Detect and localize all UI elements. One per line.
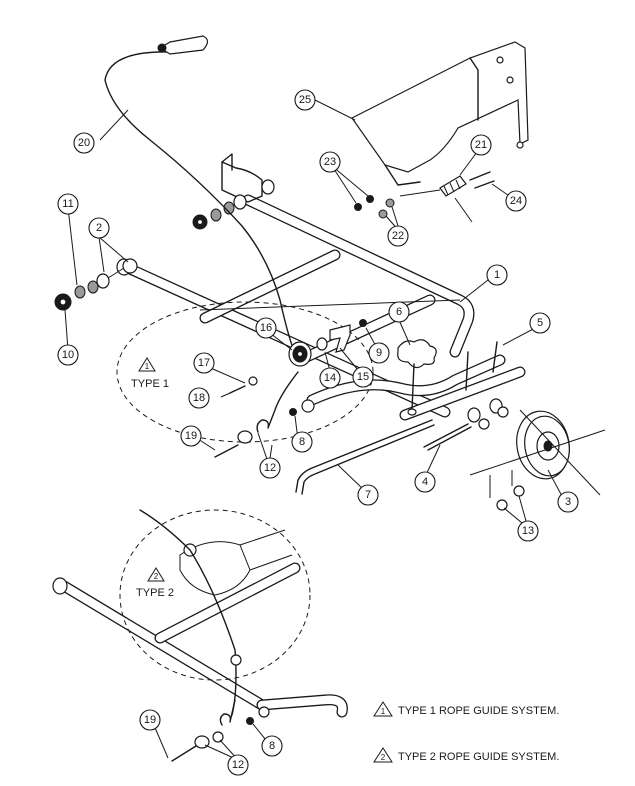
svg-text:8: 8 xyxy=(299,436,305,448)
svg-text:6: 6 xyxy=(396,306,402,318)
svg-text:3: 3 xyxy=(565,496,571,508)
svg-text:15: 15 xyxy=(357,371,369,383)
callout-12: 12 xyxy=(259,457,281,479)
svg-text:11: 11 xyxy=(62,198,73,210)
svg-text:16: 16 xyxy=(260,322,272,334)
svg-text:17: 17 xyxy=(198,357,210,369)
callout-2: 2 xyxy=(88,217,110,239)
callout-5: 5 xyxy=(529,312,551,334)
callout-13: 13 xyxy=(517,520,539,542)
small-pins xyxy=(465,341,525,511)
callout-4: 4 xyxy=(414,471,436,493)
callout-10: 10 xyxy=(57,344,79,366)
type1-leader xyxy=(199,299,461,311)
callout-20: 20 xyxy=(73,132,95,154)
svg-text:5: 5 xyxy=(537,317,543,329)
type2-detail-region xyxy=(119,509,311,681)
svg-text:TYPE 1 ROPE GUIDE SYSTEM.: TYPE 1 ROPE GUIDE SYSTEM. xyxy=(398,705,559,717)
engine-bracket xyxy=(351,41,529,186)
rear-axle xyxy=(399,366,526,430)
spring-assembly xyxy=(354,171,495,223)
callout-6: 6 xyxy=(388,301,410,323)
rod-7 xyxy=(295,419,435,495)
callout-22: 22 xyxy=(387,225,409,247)
main-handle-frame xyxy=(116,153,506,418)
callout-12-type2: 12 xyxy=(227,754,249,776)
callout-9: 9 xyxy=(368,342,390,364)
svg-text:18: 18 xyxy=(193,392,205,404)
svg-text:13: 13 xyxy=(522,525,534,537)
callout-14: 14 xyxy=(319,367,341,389)
callout-1: 1 xyxy=(486,264,508,286)
lower-handle-frame xyxy=(52,562,348,718)
svg-text:8: 8 xyxy=(269,740,275,752)
legend-type2: 2 TYPE 2 ROPE GUIDE SYSTEM. xyxy=(373,747,559,763)
callout-11: 11 xyxy=(57,193,79,215)
svg-text:10: 10 xyxy=(62,349,74,361)
svg-text:TYPE 2 ROPE GUIDE SYSTEM.: TYPE 2 ROPE GUIDE SYSTEM. xyxy=(398,751,559,763)
callout-7: 7 xyxy=(357,484,379,506)
svg-text:2: 2 xyxy=(381,753,386,762)
callout-17: 17 xyxy=(193,352,215,374)
callout-18: 18 xyxy=(188,387,210,409)
wheel xyxy=(469,409,606,496)
svg-text:19: 19 xyxy=(144,714,156,726)
control-cable xyxy=(104,35,299,361)
svg-text:12: 12 xyxy=(232,759,244,771)
callout-19-type2: 19 xyxy=(139,709,161,731)
svg-text:21: 21 xyxy=(475,139,487,151)
type2-guide xyxy=(139,509,293,762)
top-hardware xyxy=(192,179,275,230)
callout-15: 15 xyxy=(352,366,374,388)
callout-8: 8 xyxy=(291,431,313,453)
svg-text:25: 25 xyxy=(299,94,311,106)
type1-detail-region xyxy=(116,301,374,443)
svg-text:9: 9 xyxy=(376,347,382,359)
type1-label: 1 TYPE 1 xyxy=(131,357,169,390)
rod-4 xyxy=(423,423,472,451)
svg-text:24: 24 xyxy=(510,195,522,207)
svg-text:12: 12 xyxy=(264,462,276,474)
svg-text:1: 1 xyxy=(145,362,150,371)
svg-text:4: 4 xyxy=(422,476,428,488)
callout-16: 16 xyxy=(255,317,277,339)
svg-text:20: 20 xyxy=(78,137,90,149)
svg-text:2: 2 xyxy=(96,222,102,234)
leader-lines xyxy=(64,99,564,761)
callout-3: 3 xyxy=(557,491,579,513)
knob xyxy=(397,339,437,416)
callout-25: 25 xyxy=(294,89,316,111)
svg-text:TYPE 1: TYPE 1 xyxy=(131,378,169,390)
callout-24: 24 xyxy=(505,190,527,212)
callout-23: 23 xyxy=(319,151,341,173)
type1-hardware xyxy=(214,371,315,458)
svg-text:23: 23 xyxy=(324,156,336,168)
svg-text:7: 7 xyxy=(365,489,371,501)
svg-text:2: 2 xyxy=(154,572,159,581)
type2-label: 2 TYPE 2 xyxy=(136,567,174,599)
callout-19: 19 xyxy=(180,425,202,447)
svg-text:TYPE 2: TYPE 2 xyxy=(136,587,174,599)
svg-text:1: 1 xyxy=(381,707,386,716)
callout-21: 21 xyxy=(470,134,492,156)
svg-text:19: 19 xyxy=(185,430,197,442)
svg-text:1: 1 xyxy=(494,269,500,281)
legend-type1: 1 TYPE 1 ROPE GUIDE SYSTEM. xyxy=(373,701,559,717)
type1-pulley xyxy=(288,319,367,367)
callout-8-type2: 8 xyxy=(261,735,283,757)
svg-text:14: 14 xyxy=(324,372,336,384)
svg-text:22: 22 xyxy=(392,230,404,242)
left-hardware xyxy=(54,258,138,311)
